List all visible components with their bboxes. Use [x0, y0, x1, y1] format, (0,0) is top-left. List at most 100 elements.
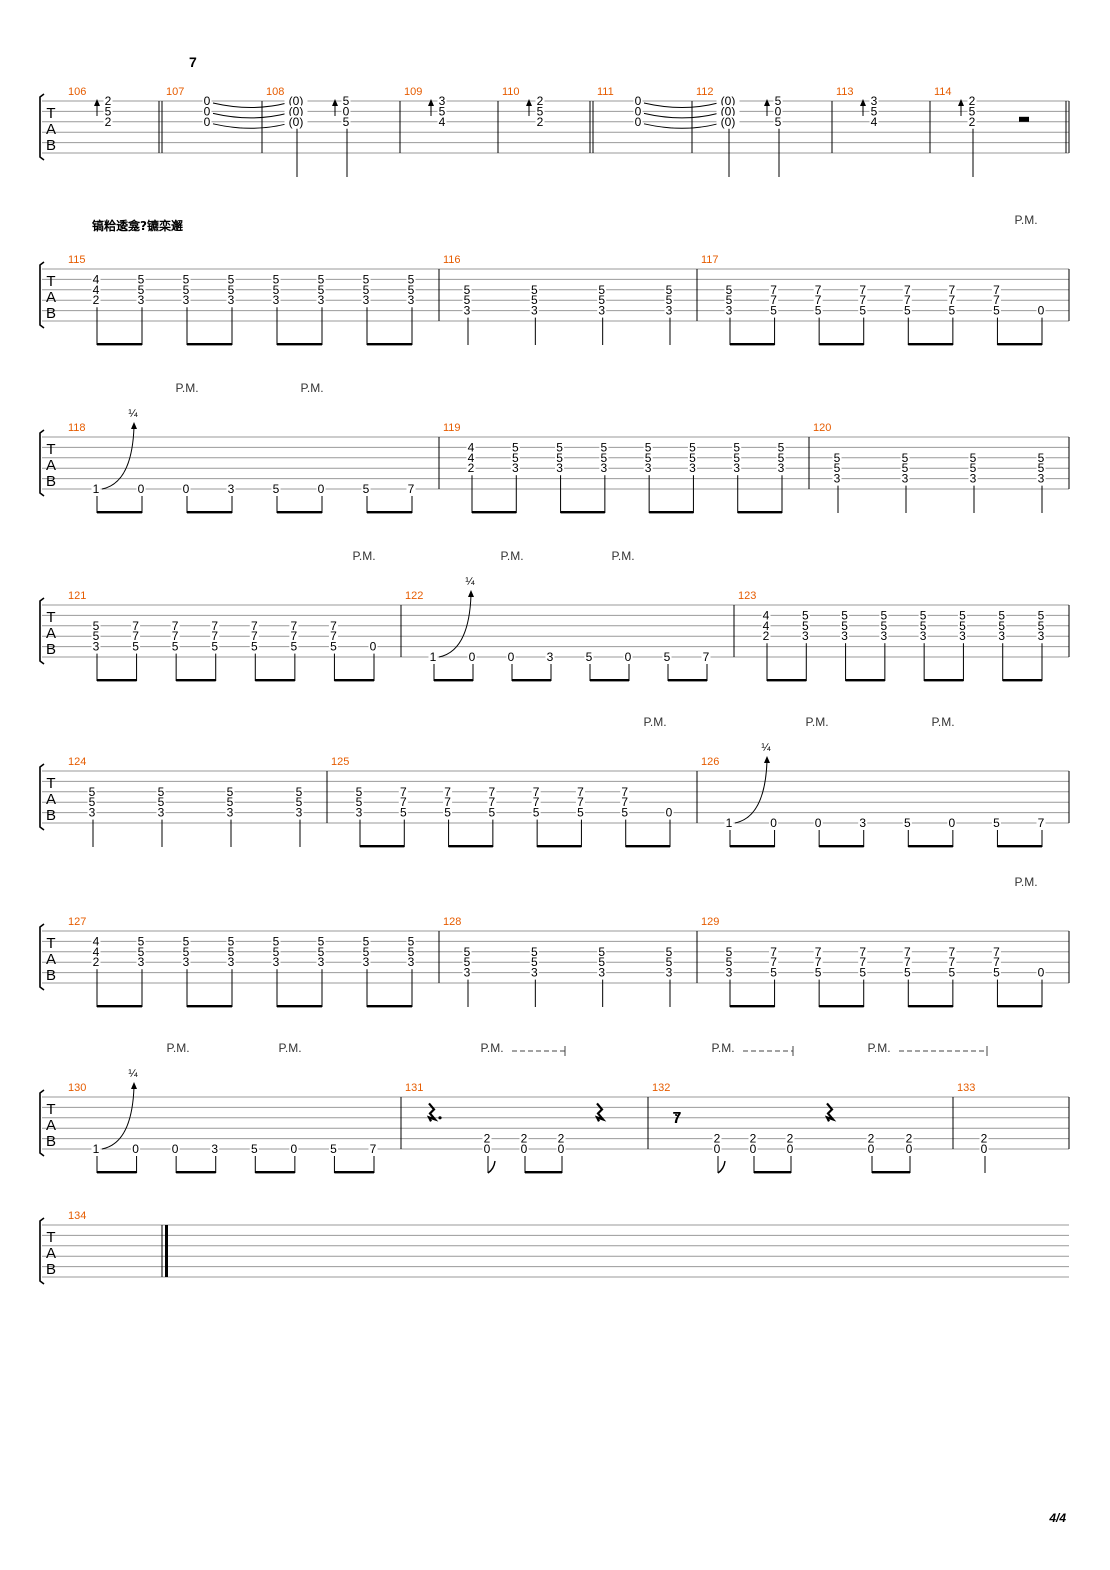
fret-bg	[510, 441, 520, 454]
fret-bg	[904, 1132, 914, 1145]
beam	[908, 343, 953, 346]
note-event: 775	[620, 785, 630, 847]
note-event: 553	[181, 934, 191, 1007]
fret-bg	[620, 806, 630, 819]
fret-bg	[91, 273, 101, 286]
fret-number: 0	[868, 1142, 875, 1156]
fret-bg	[840, 619, 850, 632]
fret-number: 3	[666, 966, 673, 980]
note-event: 1¼	[428, 576, 475, 681]
beam	[1002, 679, 1042, 682]
beam	[730, 845, 775, 848]
fret-number: 5	[970, 451, 977, 465]
fret-number: 5	[318, 283, 325, 297]
fret-number: 5	[733, 451, 740, 465]
fret-bg	[271, 283, 281, 296]
fret-number: 5	[330, 640, 337, 654]
system-bracket	[39, 1217, 45, 1285]
fret-bg	[769, 966, 779, 979]
tab-clef-letter: B	[46, 305, 56, 322]
rest-dot	[438, 1116, 442, 1120]
fret-bg	[462, 283, 472, 296]
fret-bg	[840, 630, 850, 643]
palm-mute-label: P.M.	[611, 549, 634, 563]
fret-bg	[466, 462, 476, 475]
fret-number: 5	[356, 785, 363, 799]
fret-bg	[761, 609, 771, 622]
fret-number: 7	[172, 619, 179, 633]
half-rest	[1019, 116, 1029, 122]
fret-number: 1	[93, 482, 100, 496]
fret-number: 4	[763, 619, 770, 633]
fret-number: 5	[228, 272, 235, 286]
fret-number: 5	[408, 272, 415, 286]
fret-number: 7	[815, 955, 822, 969]
fret-bg	[813, 283, 823, 296]
fret-number: 7	[533, 795, 540, 809]
note-event: 0	[1036, 304, 1046, 345]
note-event: 20	[748, 1132, 758, 1173]
fret-number: 2	[787, 1132, 794, 1146]
fret-number: 0	[981, 1142, 988, 1156]
fret-bg	[210, 630, 220, 643]
fret-bg	[437, 115, 447, 128]
measure-number: 128	[443, 916, 461, 928]
flag	[717, 1160, 726, 1174]
fret-bg	[902, 945, 912, 958]
beam	[512, 679, 551, 682]
fret-number: 5	[464, 955, 471, 969]
fret-number: 1	[93, 1142, 100, 1156]
fret-number: 5	[778, 451, 785, 465]
fret-bg	[202, 115, 212, 128]
fret-number: 5	[512, 451, 519, 465]
fret-number: 5	[598, 293, 605, 307]
fret-bg	[289, 630, 299, 643]
fret-number: 2	[468, 461, 475, 475]
tab-system: TABP.M.115442553553553553553553553116553…	[39, 213, 1070, 346]
fret-bg	[900, 451, 910, 464]
fret-bg	[716, 105, 740, 118]
fret-bg	[226, 283, 236, 296]
fret-number: 5	[400, 806, 407, 820]
beam	[819, 343, 864, 346]
fret-bg	[437, 105, 447, 118]
fret-bg	[535, 115, 545, 128]
fret-bg	[858, 956, 868, 969]
fret-bg	[271, 294, 281, 307]
fret-bg	[716, 115, 740, 128]
fret-number: 5	[444, 806, 451, 820]
fret-number: 7	[770, 283, 777, 297]
note-event: 20	[979, 1132, 989, 1173]
fret-number: 5	[138, 934, 145, 948]
fret-bg	[136, 294, 146, 307]
fret-number: 2	[558, 1132, 565, 1146]
fret-number: 5	[531, 955, 538, 969]
fret-bg	[531, 785, 541, 798]
fret-bg	[91, 619, 101, 632]
fret-number: 7	[621, 795, 628, 809]
system-bracket	[39, 261, 45, 329]
beam	[97, 343, 142, 346]
note-event: 775	[813, 945, 823, 1007]
tab-clef-letter: T	[46, 441, 55, 458]
fret-number: 5	[537, 104, 544, 118]
fret-number: 5	[408, 945, 415, 959]
fret-number: 4	[871, 115, 878, 129]
fret-number: 7	[370, 1142, 377, 1156]
fret-number: 5	[363, 272, 370, 286]
fret-number: 3	[598, 304, 605, 318]
note-event: 5	[991, 816, 1001, 847]
note-event: 354	[860, 94, 879, 129]
fret-number: 5	[993, 816, 1000, 830]
note-event: 7	[701, 650, 711, 681]
fret-number: 3	[273, 293, 280, 307]
fret-number: 7	[211, 629, 218, 643]
fret-number: 2	[105, 94, 112, 108]
measure-number: 110	[502, 86, 520, 98]
fret-number: 5	[902, 461, 909, 475]
note-event: 20	[519, 1132, 529, 1173]
